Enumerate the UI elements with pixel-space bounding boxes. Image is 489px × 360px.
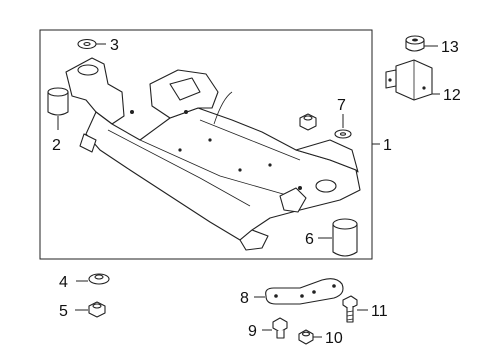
nut-part-5 [88, 301, 106, 318]
callout-9: 9 [248, 323, 257, 340]
callout-8: 8 [240, 290, 249, 307]
callout-7: 7 [337, 97, 346, 114]
link-plate-part-8 [265, 278, 344, 305]
nut-part-7 [299, 113, 317, 131]
washer-part-7 [334, 129, 352, 139]
crossmember-part [65, 57, 361, 251]
bracket-part-12 [385, 59, 433, 101]
callout-11: 11 [371, 303, 388, 320]
callout-12: 12 [443, 87, 461, 104]
callout-10: 10 [325, 330, 343, 347]
callout-3: 3 [110, 37, 119, 54]
bolt-part-9 [272, 317, 288, 339]
callout-13: 13 [441, 39, 459, 56]
callout-6: 6 [305, 231, 314, 248]
washer-part-3 [77, 38, 97, 50]
callout-5: 5 [59, 303, 68, 320]
nut-part-10 [298, 329, 314, 345]
bushing-right-part [332, 218, 358, 257]
callout-4: 4 [59, 274, 68, 291]
bushing-left-part [47, 87, 69, 116]
callout-2: 2 [52, 137, 61, 154]
cap-part-13 [405, 35, 425, 52]
washer-part-4 [88, 273, 110, 285]
callout-1: 1 [383, 137, 392, 154]
bolt-part-11 [342, 295, 358, 323]
